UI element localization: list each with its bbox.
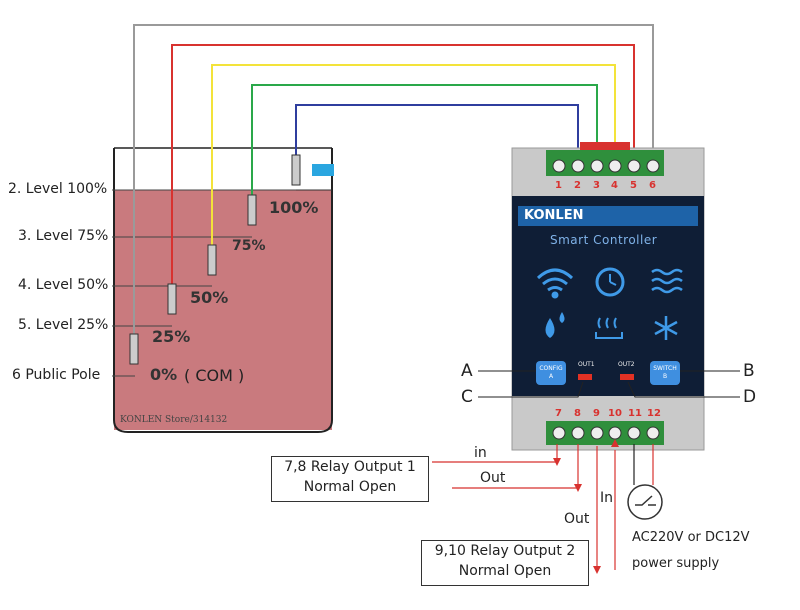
water-drop-icon	[545, 312, 565, 338]
callout-a: A	[461, 361, 473, 381]
relay2-line1: 9,10 Relay Output 2	[434, 543, 576, 559]
probe-25	[167, 283, 177, 315]
terminal-4: 4	[611, 180, 618, 191]
level-label-public: 6 Public Pole	[12, 367, 101, 383]
terminal-3: 3	[593, 180, 600, 191]
out1-label: OUT1	[578, 361, 595, 368]
arrow-heads	[553, 439, 619, 574]
top-screws	[552, 159, 660, 173]
terminal-10: 10	[608, 408, 622, 419]
callout-d: D	[743, 387, 757, 407]
arrow-label-out-2: Out	[564, 511, 590, 527]
out1-led	[578, 374, 592, 380]
probe-label-25: 25%	[152, 327, 191, 346]
wire-green	[251, 84, 598, 200]
bottom-screws	[552, 426, 660, 440]
level-label-25: 5. Level 25%	[18, 317, 109, 333]
wire-gray	[133, 24, 654, 340]
arrow-label-in: in	[474, 445, 487, 461]
power-label-2: power supply	[632, 556, 720, 571]
terminal-5: 5	[630, 180, 637, 191]
terminal-7: 7	[555, 408, 562, 419]
probe-label-75: 75%	[232, 238, 266, 254]
level-label-100: 2. Level 100%	[8, 181, 108, 197]
terminal-2: 2	[574, 180, 581, 191]
arrow-label-out: Out	[480, 470, 506, 486]
probe-label-100: 100%	[269, 198, 319, 217]
wire-red	[171, 44, 635, 290]
probe-label-50: 50%	[190, 288, 229, 307]
brand-label: KONLEN	[518, 206, 698, 226]
relay1-line2: Normal Open	[303, 479, 397, 495]
terminal-9: 9	[593, 408, 600, 419]
terminal-11: 11	[628, 408, 642, 419]
arrow-label-in-2: In	[600, 490, 614, 506]
wire-blue	[295, 104, 579, 168]
relay-output-2-box: 9,10 Relay Output 2 Normal Open	[421, 540, 589, 586]
level-label-50: 4. Level 50%	[18, 277, 109, 293]
callout-b: B	[743, 361, 755, 381]
probe-75	[247, 194, 257, 226]
out2-label: OUT2	[618, 361, 635, 368]
store-watermark: KONLEN Store/314132	[120, 415, 228, 425]
relay-output-1-box: 7,8 Relay Output 1 Normal Open	[271, 456, 429, 502]
probe-label-0: 0%	[150, 365, 178, 384]
water-fill	[114, 190, 332, 430]
callout-c: C	[461, 387, 473, 407]
terminal-8: 8	[574, 408, 581, 419]
relay2-line2: Normal Open	[458, 563, 552, 579]
probe-100	[291, 154, 301, 186]
com-label: ( COM )	[184, 366, 245, 385]
heat-icon	[595, 317, 623, 339]
level-label-75: 3. Level 75%	[18, 228, 109, 244]
wire-yellow	[211, 64, 616, 250]
terminal-12: 12	[647, 408, 661, 419]
wave-icon	[651, 268, 683, 294]
relay1-line1: 7,8 Relay Output 1	[284, 459, 416, 475]
tank-outline	[113, 148, 333, 433]
clock-icon	[595, 267, 625, 297]
out2-led	[620, 374, 634, 380]
terminal-6: 6	[649, 180, 656, 191]
inlet-pipe	[312, 164, 334, 176]
device-subtitle: Smart Controller	[550, 233, 658, 247]
probe-0	[129, 333, 139, 365]
snowflake-icon	[654, 316, 678, 340]
probe-50	[207, 244, 217, 276]
wifi-icon	[536, 268, 574, 299]
power-label-1: AC220V or DC12V	[632, 530, 750, 545]
terminal-1: 1	[555, 180, 562, 191]
